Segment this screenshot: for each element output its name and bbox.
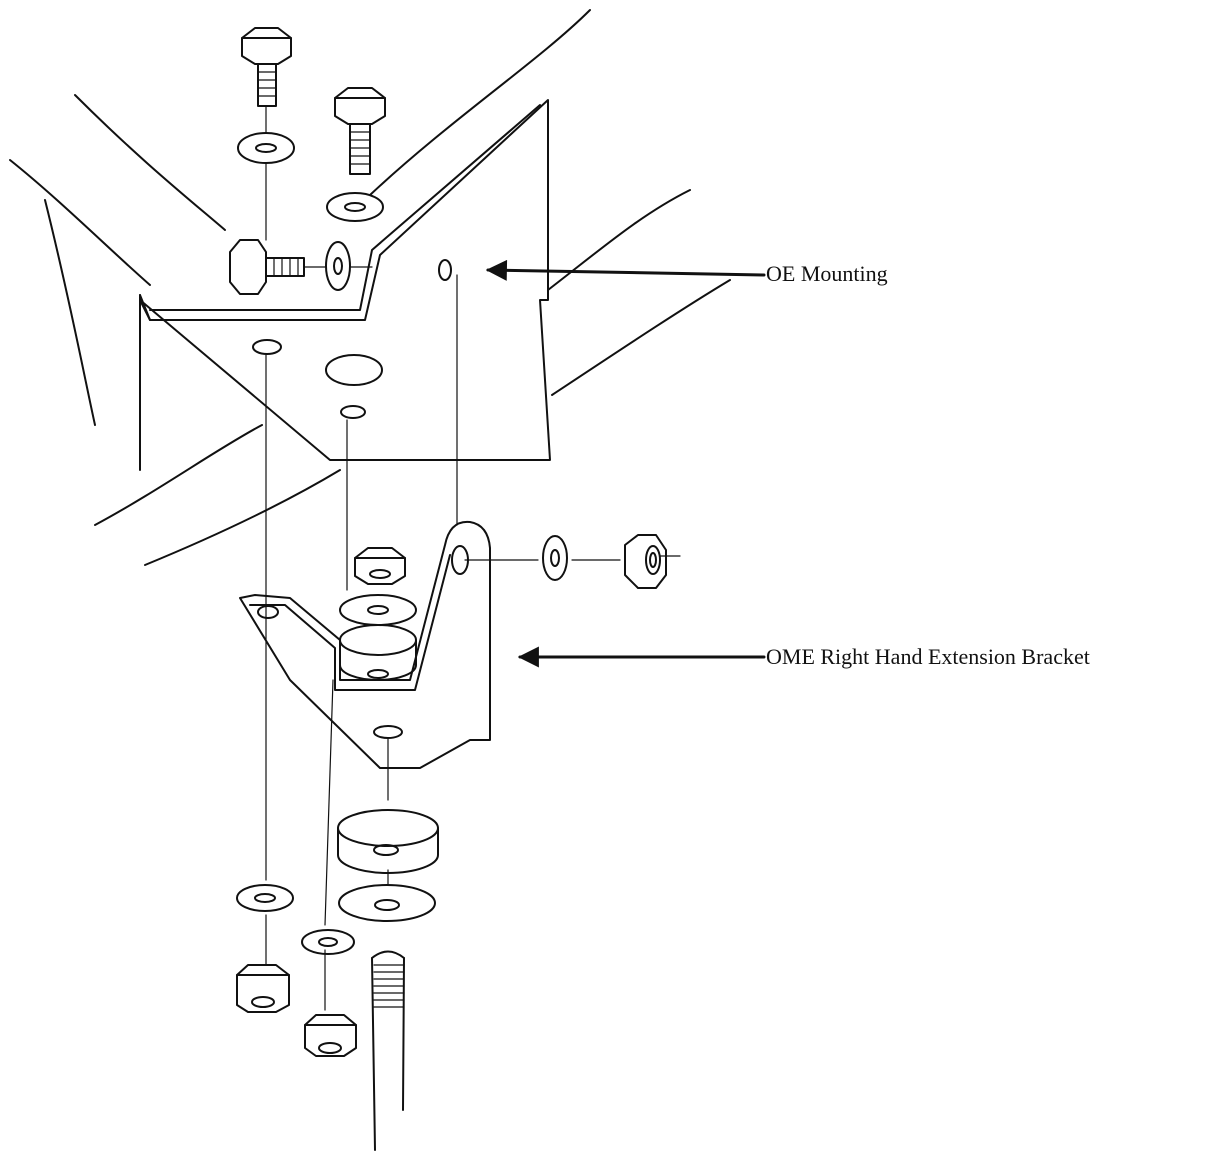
- upper-bushing: [339, 594, 417, 626]
- hex-head: [334, 87, 386, 125]
- hex-head: [229, 239, 267, 295]
- side-washer: [542, 535, 568, 581]
- middle-bushing: [339, 624, 417, 681]
- threaded-stud: [371, 950, 405, 1151]
- side-nut: [624, 534, 667, 589]
- top-bolt-right: [334, 87, 386, 175]
- lower-bushing: [337, 809, 439, 874]
- bracket-top-nut: [354, 547, 406, 585]
- top-washer-left: [237, 132, 295, 164]
- frame-hole-large: [325, 354, 383, 386]
- top-bolt-left: [241, 27, 292, 107]
- bolt-thread: [257, 63, 277, 107]
- frame-hole-left: [252, 339, 282, 355]
- oe-mounting-label: OE Mounting: [766, 261, 888, 286]
- lower-large-washer: [338, 884, 436, 922]
- bracket-upper-hole: [451, 545, 469, 575]
- oe-frame-bracket: [139, 99, 551, 461]
- alignment-lines: [265, 105, 681, 1011]
- hex-head: [241, 27, 292, 65]
- ome-extension-bracket: [239, 520, 491, 769]
- frame-hole-small: [340, 405, 366, 419]
- bracket-left-hole: [257, 605, 279, 619]
- oe-mounting-arrow: [485, 259, 766, 281]
- bracket-lower-hole: [373, 725, 403, 739]
- lower-nut-middle: [304, 1014, 357, 1057]
- lower-washer-middle: [301, 929, 355, 955]
- bolt-thread: [349, 123, 371, 175]
- ome-bracket-label: OME Right Hand Extension Bracket: [766, 644, 1090, 669]
- horizontal-washer: [325, 241, 351, 291]
- lower-nut-left: [236, 964, 290, 1013]
- top-washer-right: [326, 192, 384, 222]
- horizontal-bolt: [229, 239, 305, 295]
- frame-bracket-holes: [252, 259, 452, 419]
- lower-washer-left: [236, 884, 294, 912]
- vehicle-frame-outline: [9, 9, 731, 566]
- oe-mounting-hole: [438, 259, 452, 281]
